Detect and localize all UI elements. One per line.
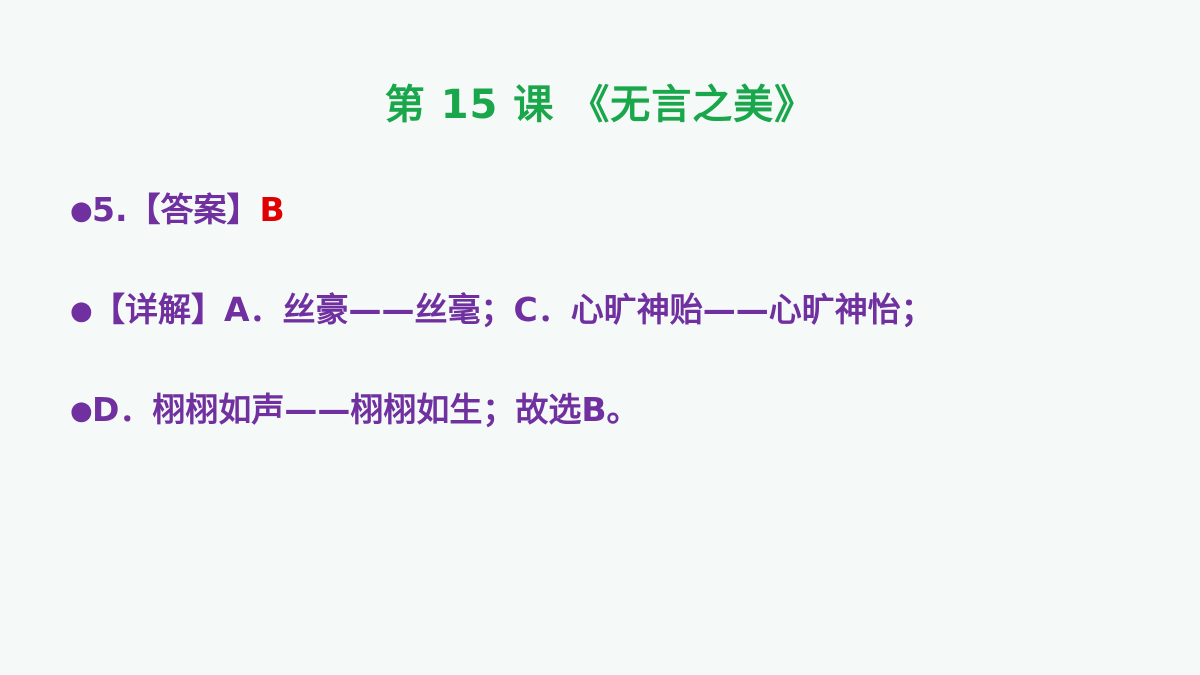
explanation-line-1: ●【详解】A．丝豪——丝毫；C．心旷神贻——心旷神怡； [70,288,934,333]
answer-value: B [259,190,285,229]
explanation-line-2: ●D．栩栩如声——栩栩如生；故选B。 [70,388,640,433]
bullet-icon: ● [70,196,93,226]
bullet-icon: ● [70,396,93,426]
bullet-icon: ● [70,296,93,326]
slide-title: 第 15 课 《无言之美》 [384,82,816,128]
answer-label: 5.【答案】 [92,190,260,229]
answer-line: ●5.【答案】B [70,188,285,233]
explanation-text-1: 【详解】A．丝豪——丝毫；C．心旷神贻——心旷神怡； [92,290,934,329]
explanation-text-2: D．栩栩如声——栩栩如生；故选B。 [92,390,640,429]
